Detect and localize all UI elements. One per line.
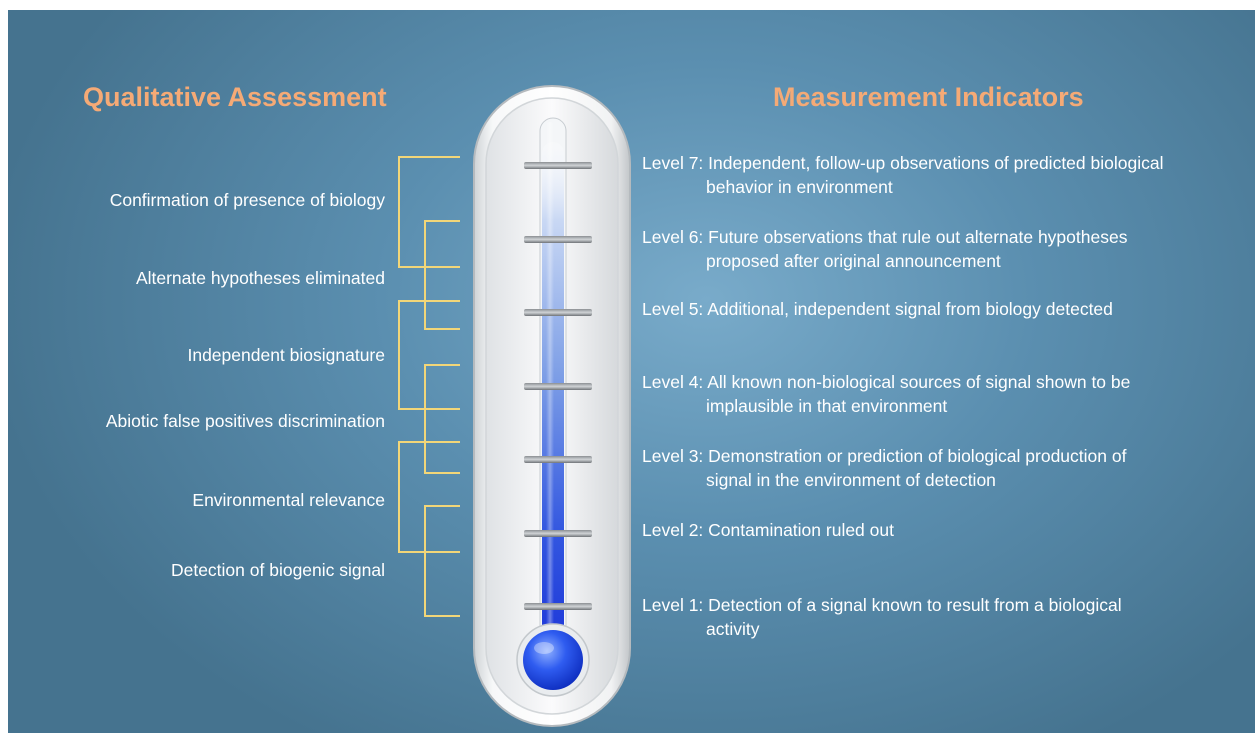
- bracket-abiotic-false-positives: [424, 364, 460, 474]
- level-4-label: Level 4:: [642, 372, 704, 392]
- assessment-label-alternate-hypotheses: Alternate hypotheses eliminated: [135, 268, 385, 288]
- level-6-text-continued: proposed after original announcement: [706, 251, 1001, 271]
- level-3-text-continued: signal in the environment of detection: [706, 470, 996, 490]
- qualitative-assessment-heading: Qualitative Assessment: [83, 82, 387, 112]
- level-3-text: Demonstration or prediction of biologica…: [708, 446, 1127, 466]
- thermometer-ticks: [524, 162, 592, 610]
- assessment-label-detection-biogenic-signal: Detection of biogenic signal: [170, 560, 385, 580]
- measurement-indicators-heading: Measurement Indicators: [773, 82, 1084, 112]
- level-2-label: Level 2:: [642, 520, 704, 540]
- assessment-label-independent-biosignature: Independent biosignature: [187, 345, 385, 365]
- level-5-label: Level 5:: [642, 299, 704, 319]
- thermometer-icon: [473, 85, 631, 727]
- level-4-text-continued: implausible in that environment: [706, 396, 948, 416]
- level-5-text: Additional, independent signal from biol…: [707, 299, 1113, 319]
- bracket-alternate-hypotheses: [424, 220, 460, 330]
- level-7-text-continued: behavior in environment: [706, 177, 893, 197]
- slide-background: Qualitative Assessment Measurement Indic…: [8, 10, 1255, 733]
- level-5-indicator: Level 5: Additional, independent signal …: [642, 297, 1242, 321]
- bracket-independent-biosignature: [398, 300, 460, 410]
- assessment-label-abiotic-false-positives: Abiotic false positives discrimination: [105, 411, 385, 431]
- bracket-confirmation: [398, 156, 460, 268]
- level-6-label: Level 6:: [642, 227, 704, 247]
- level-6-indicator: Level 6: Future observations that rule o…: [642, 225, 1242, 273]
- level-7-label: Level 7:: [642, 153, 704, 173]
- level-2-indicator: Level 2: Contamination ruled out: [642, 518, 1242, 542]
- level-3-indicator: Level 3: Demonstration or prediction of …: [642, 444, 1242, 492]
- bracket-environmental-relevance: [398, 441, 460, 553]
- level-1-text-continued: activity: [706, 619, 760, 639]
- assessment-label-environmental-relevance: Environmental relevance: [192, 490, 385, 510]
- assessment-label-confirmation: Confirmation of presence of biology: [109, 190, 385, 210]
- level-2-text: Contamination ruled out: [708, 520, 894, 540]
- bracket-detection-biogenic-signal: [424, 505, 460, 617]
- level-1-label: Level 1:: [642, 595, 704, 615]
- level-1-indicator: Level 1: Detection of a signal known to …: [642, 593, 1242, 641]
- level-7-indicator: Level 7: Independent, follow-up observat…: [642, 151, 1242, 199]
- level-4-text: All known non-biological sources of sign…: [707, 372, 1131, 392]
- level-1-text: Detection of a signal known to result fr…: [708, 595, 1122, 615]
- level-7-text: Independent, follow-up observations of p…: [708, 153, 1164, 173]
- level-4-indicator: Level 4: All known non-biological source…: [642, 370, 1242, 418]
- level-6-text: Future observations that rule out altern…: [708, 227, 1128, 247]
- level-3-label: Level 3:: [642, 446, 704, 466]
